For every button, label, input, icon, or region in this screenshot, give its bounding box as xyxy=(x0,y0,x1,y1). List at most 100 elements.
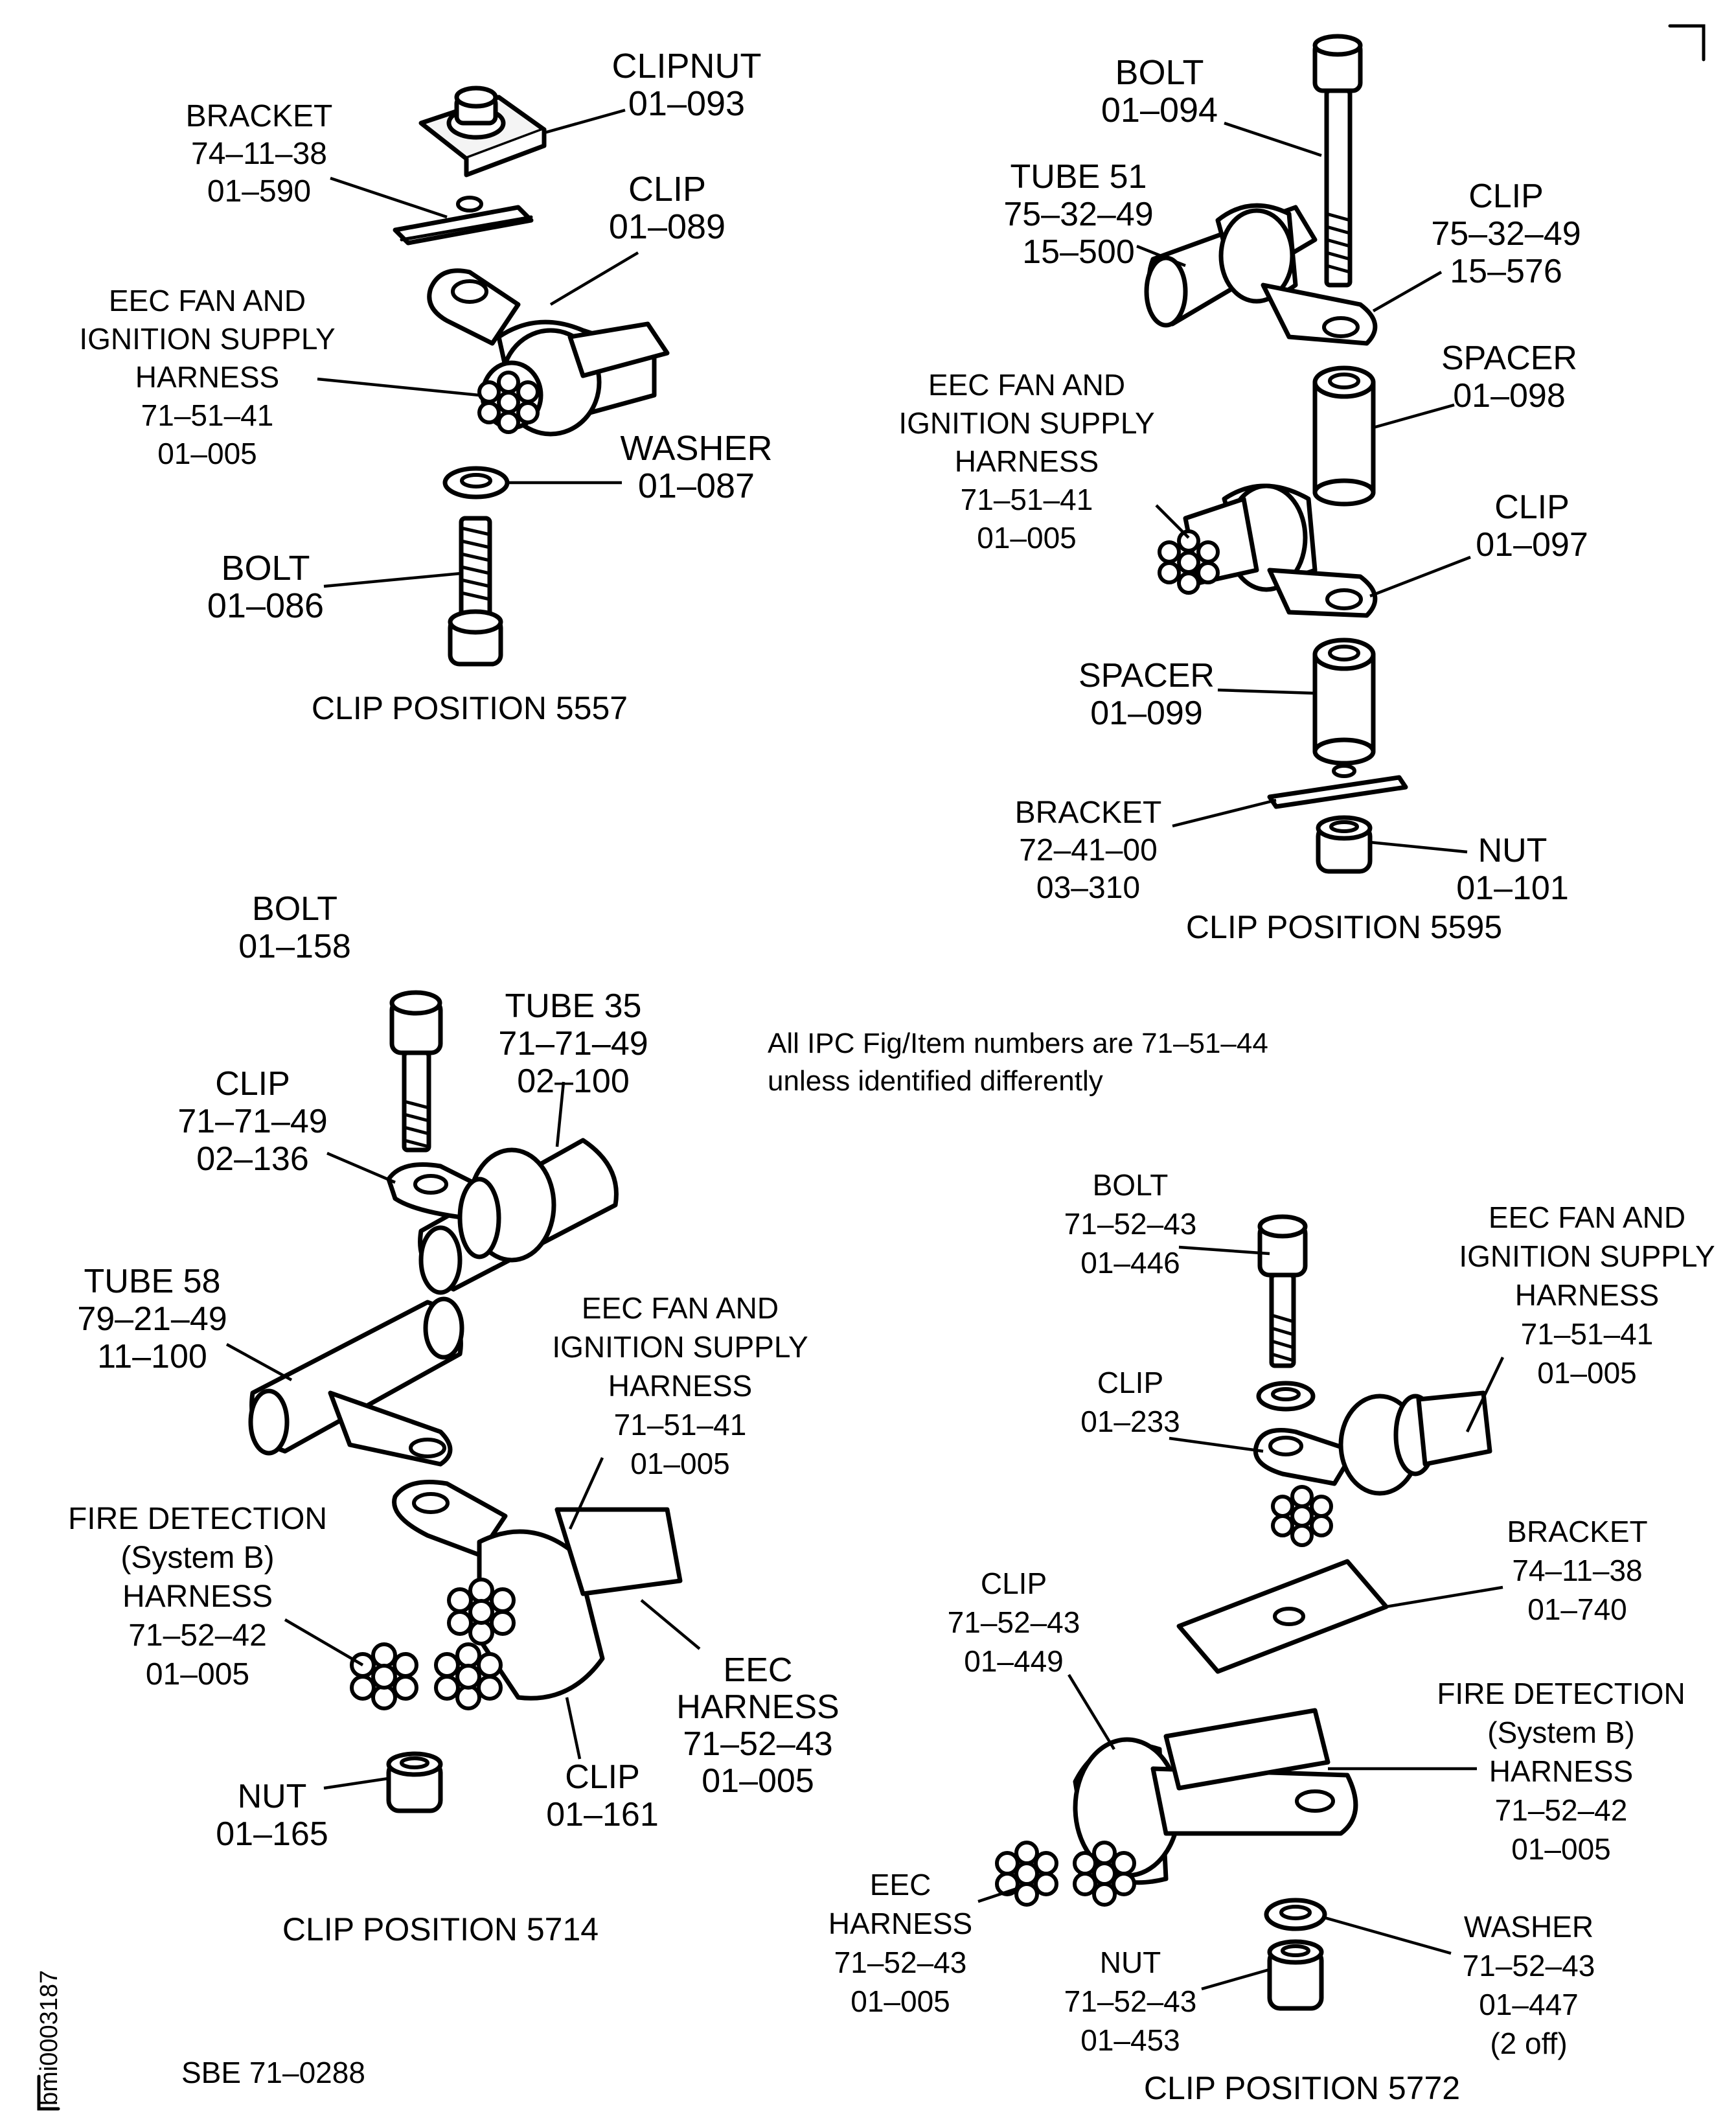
washer-5772-upper xyxy=(1256,1381,1316,1412)
harness-5557-bundle xyxy=(477,321,670,434)
callout-line: 01–005 xyxy=(977,521,1077,555)
callout-line: 01–740 xyxy=(1527,1592,1627,1626)
callout-line: 71–52–43 xyxy=(1463,1949,1595,1982)
callout-line: NUT xyxy=(1478,832,1548,869)
callout-line: BRACKET xyxy=(1507,1515,1647,1548)
callout-line: WASHER xyxy=(1464,1910,1593,1944)
clip-5714-upper xyxy=(386,1147,556,1263)
callout-line: 71–52–42 xyxy=(1495,1793,1628,1827)
sbe-reference: SBE 71–0288 xyxy=(181,2056,365,2089)
callout-line: IGNITION SUPPLY xyxy=(79,322,335,356)
clip-01-233 xyxy=(1253,1390,1492,1496)
position-title: CLIP POSITION 5714 xyxy=(282,1911,599,1947)
harness-5772-lower-bundles xyxy=(995,1841,1136,1907)
bolt-5772 xyxy=(1257,1214,1308,1368)
callout-line: FIRE DETECTION xyxy=(68,1502,327,1536)
callout-line: (System B) xyxy=(120,1541,274,1575)
callout-line: 01–098 xyxy=(1453,377,1566,415)
callout-line: 01–590 xyxy=(207,174,311,209)
callout-line: 01–233 xyxy=(1080,1405,1180,1438)
callout-line: HARNESS xyxy=(135,360,279,394)
general-note-line2: unless identified differently xyxy=(768,1065,1103,1097)
callout-washer: WASHER 71–52–43 01–447 (2 off) xyxy=(1463,1910,1595,2060)
side-id-group: bmi0003187 xyxy=(36,1970,63,2111)
position-title: CLIP POSITION 5595 xyxy=(1186,909,1502,945)
callout-line: 01–005 xyxy=(1511,1832,1611,1866)
general-note-line1: All IPC Fig/Item numbers are 71–51–44 xyxy=(768,1028,1268,1059)
callout-line: HARNESS xyxy=(1489,1754,1633,1788)
spacer-01-098 xyxy=(1312,365,1376,507)
callout-line: 01–094 xyxy=(1101,91,1218,130)
callout-line: HARNESS xyxy=(608,1369,752,1403)
bracket-plate xyxy=(393,196,534,246)
clip-5714-lower xyxy=(392,1480,605,1701)
callout-line: EEC FAN AND xyxy=(1489,1201,1685,1234)
callout-line: 02–136 xyxy=(196,1140,309,1178)
bracket-5595 xyxy=(1267,764,1408,809)
callout-line: 74–11–38 xyxy=(191,137,327,171)
callout-line: (2 off) xyxy=(1490,2027,1567,2060)
callout-line: 11–100 xyxy=(97,1338,207,1375)
callout-line: 71–51–41 xyxy=(141,398,274,432)
callout-line: 72–41–00 xyxy=(1019,833,1158,867)
position-5772-drawing xyxy=(995,1214,1492,2011)
callout-line: CLIP xyxy=(565,1758,640,1796)
callout-line: CLIP xyxy=(1097,1366,1163,1399)
position-5557-drawing xyxy=(393,86,670,667)
callout-line: 01–161 xyxy=(546,1796,659,1833)
callout-line: 01–005 xyxy=(1537,1356,1637,1390)
callout-line: BOLT xyxy=(1093,1168,1169,1202)
clipnut-part xyxy=(418,86,547,178)
callout-line: HARNESS xyxy=(955,444,1099,478)
callout-line: CLIP xyxy=(215,1065,290,1103)
callout-line: 74–11–38 xyxy=(1512,1554,1642,1587)
callout-line: (System B) xyxy=(1487,1716,1634,1749)
callout-line: SPACER xyxy=(1441,339,1577,377)
nut-5772 xyxy=(1267,1939,1324,2011)
callout-line: HARNESS xyxy=(1515,1278,1659,1312)
callout-line: 03–310 xyxy=(1036,871,1140,905)
callout-line: BRACKET xyxy=(186,99,333,133)
callout-line: 71–52–43 xyxy=(683,1725,832,1763)
harness-5772-upper-bundle xyxy=(1271,1485,1333,1547)
callout-line: 01–099 xyxy=(1090,695,1203,732)
callout-line: 01–086 xyxy=(207,586,324,625)
callout-line: 71–51–41 xyxy=(614,1408,747,1442)
callout-line: 71–71–49 xyxy=(498,1025,648,1063)
callout-line: CLIP xyxy=(981,1567,1047,1600)
callout-bracket: BRACKET 74–11–38 01–740 xyxy=(1507,1515,1647,1626)
callout-line: 01–005 xyxy=(146,1657,249,1692)
callout-line: EEC xyxy=(724,1651,793,1689)
callout-line: CLIP xyxy=(628,170,706,209)
callout-line: HARNESS xyxy=(828,1907,972,1940)
callout-line: 01–005 xyxy=(702,1762,814,1800)
callout-line: 01–005 xyxy=(157,437,257,470)
callout-line: 71–52–43 xyxy=(834,1946,967,1979)
callout-line: TUBE 35 xyxy=(505,987,642,1025)
callout-line: 71–51–41 xyxy=(961,483,1093,516)
clip-5595-upper xyxy=(1215,203,1378,346)
callout-line: 71–71–49 xyxy=(177,1103,327,1140)
callout-line: BOLT xyxy=(221,549,310,588)
callout-line: 01–447 xyxy=(1479,1988,1579,2021)
callout-line: 01–097 xyxy=(1476,526,1588,564)
